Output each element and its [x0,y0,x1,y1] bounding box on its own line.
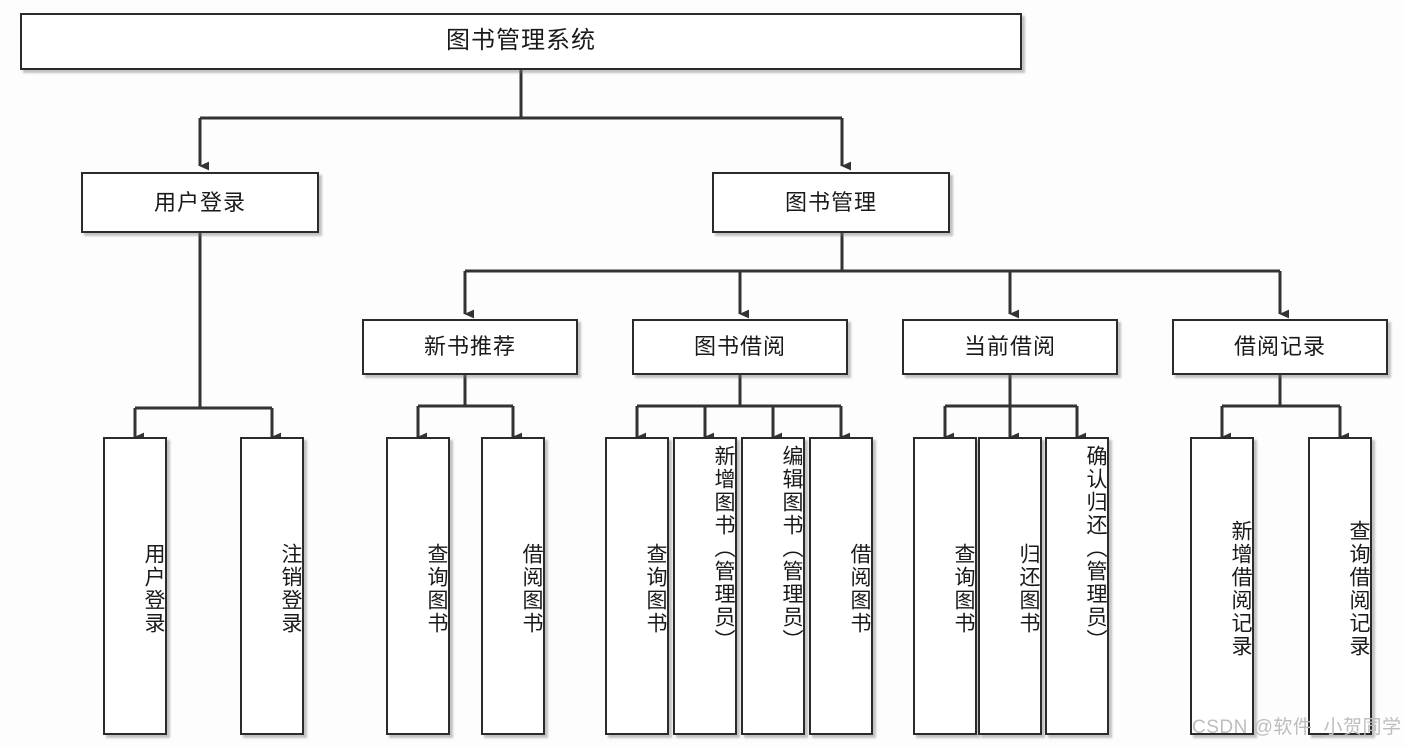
node-book-management[interactable]: 图书管理 [712,172,950,233]
leaf-borrow-book-recommend[interactable]: 借阅图书 [481,437,545,735]
node-root-book-management-system[interactable]: 图书管理系统 [20,13,1022,70]
node-label: 当前借阅 [963,334,1056,360]
node-label: 图书管理 [784,189,877,215]
leaf-query-book-recommend[interactable]: 查询图书 [386,437,450,735]
leaf-add-book-admin[interactable]: 新增图书（管理员） [673,437,737,735]
node-label: 编辑图书（管理员） [780,445,803,652]
node-label: 查询借阅记录 [1347,520,1370,658]
node-borrow-record[interactable]: 借阅记录 [1172,319,1388,375]
node-label: 新增图书（管理员） [712,445,735,652]
node-label: 借阅图书 [520,543,543,635]
node-label: 新增借阅记录 [1229,520,1252,658]
node-user-login[interactable]: 用户登录 [81,172,319,233]
leaf-user-login[interactable]: 用户登录 [103,437,167,735]
leaf-query-book-borrow[interactable]: 查询图书 [605,437,669,735]
node-label: 查询图书 [952,543,975,635]
node-label: 确认归还（管理员） [1084,445,1107,652]
leaf-borrow-book[interactable]: 借阅图书 [809,437,873,735]
node-current-borrow[interactable]: 当前借阅 [902,319,1118,375]
node-label: 借阅图书 [848,543,871,635]
leaf-confirm-return-admin[interactable]: 确认归还（管理员） [1045,437,1109,735]
node-label: 借阅记录 [1233,334,1326,360]
node-label: 查询图书 [644,543,667,635]
node-label: 图书管理系统 [446,27,596,55]
node-label: 查询图书 [425,543,448,635]
node-label: 注销登录 [279,543,302,635]
node-label: 用户登录 [142,543,165,635]
leaf-edit-book-admin[interactable]: 编辑图书（管理员） [741,437,805,735]
leaf-query-book-current[interactable]: 查询图书 [913,437,977,735]
node-new-book-recommend[interactable]: 新书推荐 [362,319,578,375]
leaf-logout-login[interactable]: 注销登录 [240,437,304,735]
node-book-borrow[interactable]: 图书借阅 [632,319,848,375]
node-label: 图书借阅 [693,334,786,360]
node-label: 归还图书 [1017,543,1040,635]
node-label: 用户登录 [153,189,246,215]
node-label: 新书推荐 [423,334,516,360]
leaf-query-borrow-record[interactable]: 查询借阅记录 [1308,437,1372,735]
leaf-return-book[interactable]: 归还图书 [978,437,1042,735]
leaf-add-borrow-record[interactable]: 新增借阅记录 [1190,437,1254,735]
